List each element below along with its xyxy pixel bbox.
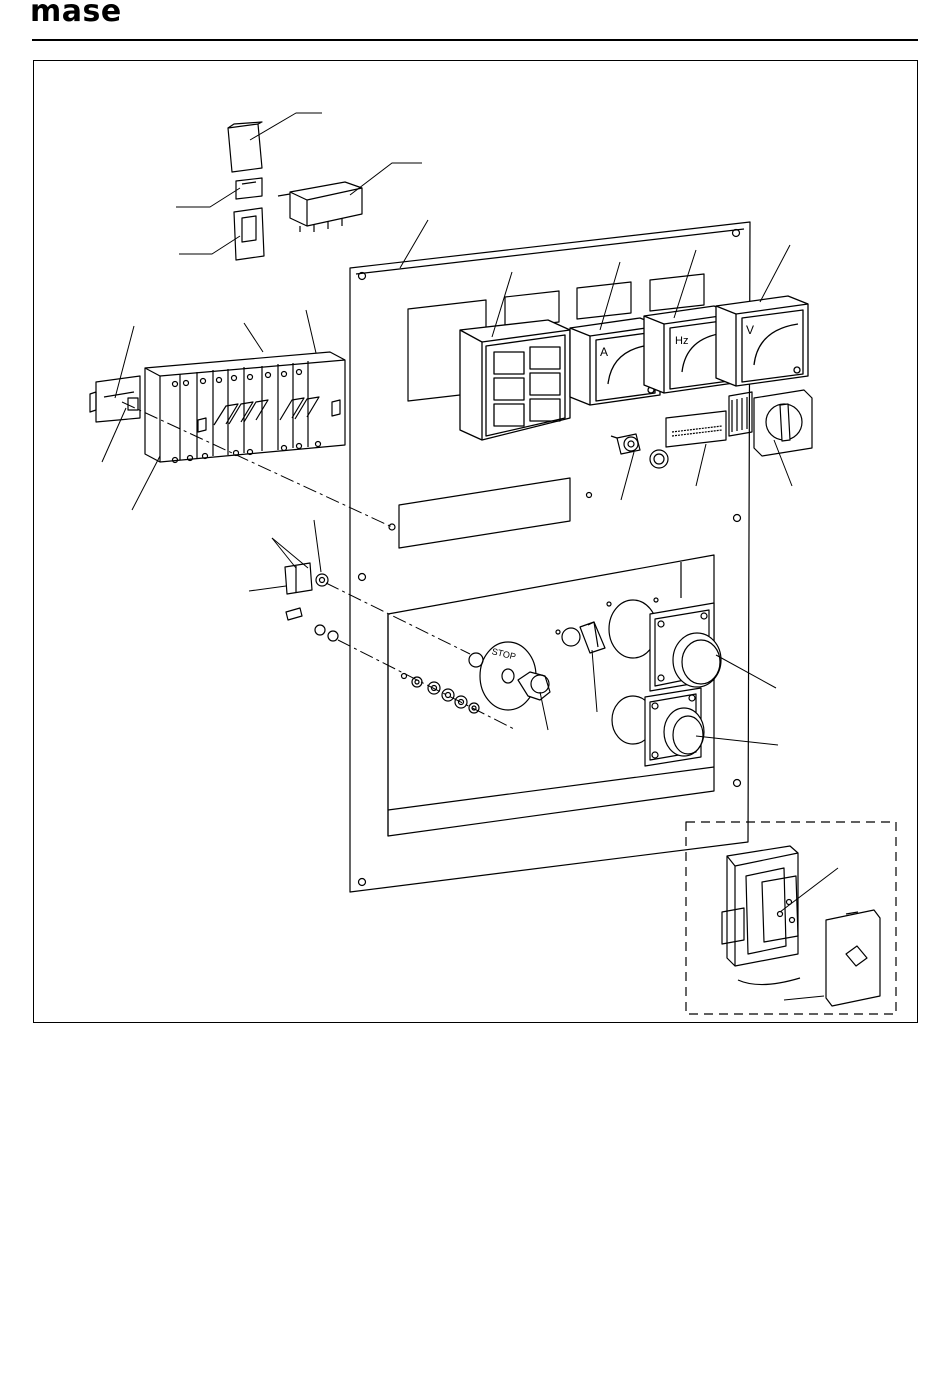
din-rail [90, 376, 140, 422]
connector-housing [722, 846, 800, 985]
relay [278, 182, 362, 232]
terminal-block [285, 563, 338, 641]
socket-lower [645, 688, 704, 766]
voltmeter-label: V [746, 323, 754, 337]
circuit-breaker-block [145, 352, 345, 463]
connector-cover [826, 910, 880, 1006]
fuse-holder [234, 208, 264, 260]
voltmeter: V [716, 296, 808, 386]
frequency-meter-label: Hz [675, 335, 688, 347]
ammeter-label: A [600, 345, 608, 359]
relay-cover [228, 122, 262, 172]
socket-upper [650, 603, 721, 691]
digital-counter [666, 411, 726, 447]
hour-counter-module [460, 320, 570, 440]
